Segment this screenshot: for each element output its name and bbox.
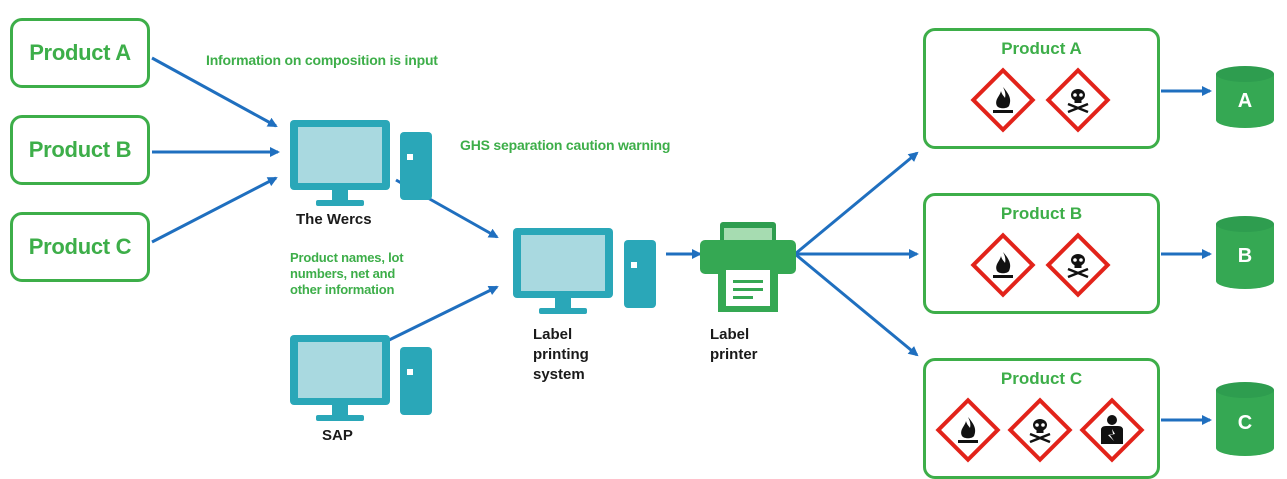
output-product-c-pictograms <box>936 398 1144 462</box>
wercs-computer-icon <box>290 120 432 206</box>
input-product-b-label: Product B <box>28 137 132 162</box>
skull-crossbones-icon <box>1046 68 1110 132</box>
input-product-c: Product C <box>10 212 150 282</box>
input-product-a-label: Product A <box>29 40 131 65</box>
output-product-b: Product B <box>923 193 1160 314</box>
flame-icon <box>936 398 1000 462</box>
label-system-label: Label printing system <box>533 326 589 383</box>
storage-b-icon <box>1216 216 1274 289</box>
input-product-b: Product B <box>10 115 150 185</box>
wercs-label: The Wercs <box>296 211 372 228</box>
storage-a-icon <box>1216 66 1274 128</box>
label-system-computer-icon <box>513 228 656 314</box>
output-product-b-title: Product B <box>1000 204 1083 223</box>
output-product-a-pictograms <box>971 68 1110 132</box>
storage-c-icon <box>1216 382 1274 456</box>
output-product-a-title: Product A <box>1001 39 1082 58</box>
label-printer-label: Label printer <box>710 326 758 363</box>
output-product-c-title: Product C <box>1000 369 1083 388</box>
storage-b-label: B <box>1237 245 1253 267</box>
storage-c-label: C <box>1237 412 1253 434</box>
ghs-note: GHS separation caution warning <box>460 137 671 153</box>
skull-crossbones-icon <box>1046 233 1110 297</box>
input-product-a: Product A <box>10 18 150 88</box>
output-product-b-pictograms <box>971 233 1110 297</box>
composition-note: Information on composition is input <box>206 52 438 68</box>
sap-computer-icon <box>290 335 432 421</box>
input-product-c-label: Product C <box>28 234 132 259</box>
skull-crossbones-icon <box>1008 398 1072 462</box>
sap-info-note: Product names, lot numbers, net and othe… <box>290 250 404 297</box>
storage-a-label: A <box>1237 90 1253 112</box>
flame-icon <box>971 68 1035 132</box>
flame-icon <box>971 233 1035 297</box>
health-hazard-icon <box>1080 398 1144 462</box>
printer-icon <box>700 222 796 312</box>
output-product-c: Product C <box>923 358 1160 479</box>
sap-label: SAP <box>322 427 353 444</box>
output-product-a: Product A <box>923 28 1160 149</box>
